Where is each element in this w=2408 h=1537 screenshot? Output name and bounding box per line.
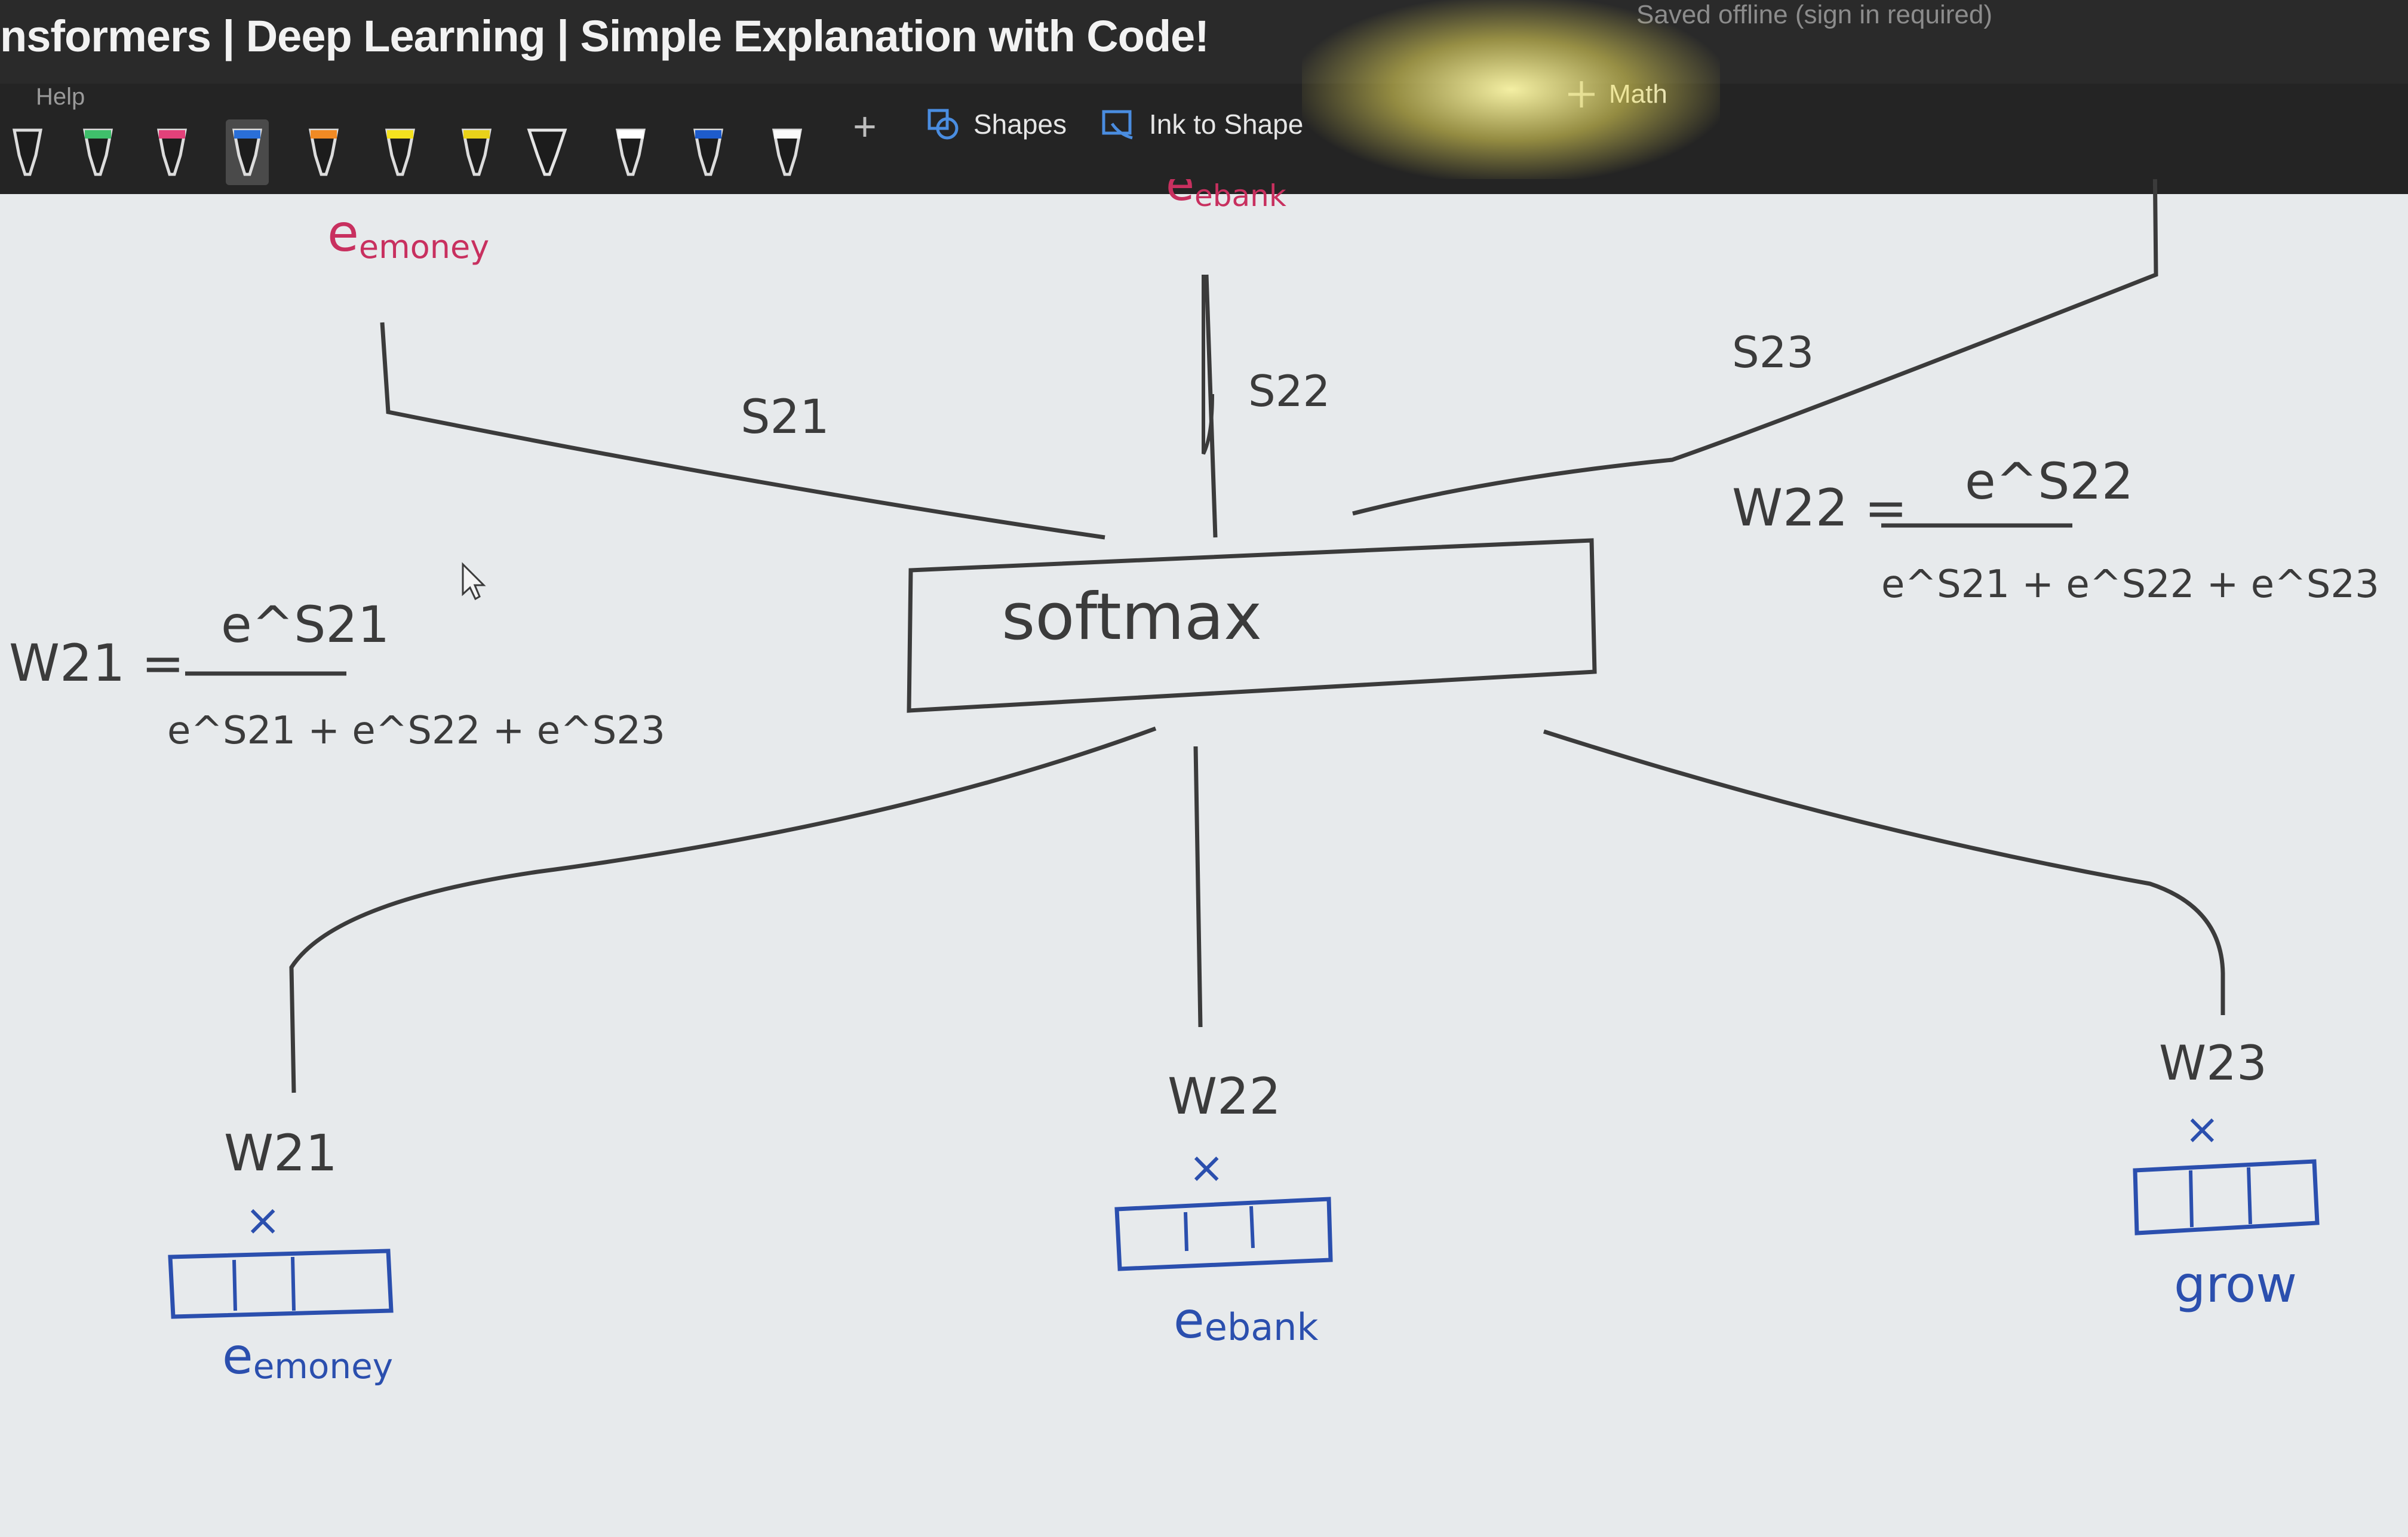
output-w22-times: × [1188,1142,1224,1192]
pen-black[interactable] [6,119,49,185]
ink-to-shape-label: Ink to Shape [1149,109,1304,140]
highlighter-white[interactable] [526,119,569,185]
output-w21-times: × [245,1195,281,1245]
shapes-button[interactable]: Shapes [924,100,1067,148]
math-icon [1568,81,1595,107]
equation-w21: W21 = e^S21 e^S21 + e^S22 + e^S23 [9,595,665,753]
pen-green[interactable] [76,119,119,185]
w22-denominator: e^S21 + e^S22 + e^S23 [1881,562,2379,607]
pen-white[interactable] [609,119,652,185]
output-w23-vector-label: grow [2174,1255,2297,1314]
stroke-ebank-loop [1202,275,1214,455]
vector-grow [2133,1159,2320,1235]
w21-denominator: e^S21 + e^S22 + e^S23 [167,709,665,753]
stroke-emoney-to-softmax [380,322,1105,540]
output-w22-weight: W22 [1168,1067,1281,1126]
pen-blue-2[interactable] [687,119,730,185]
equation-w22: W22 = e^S22 e^S21 + e^S22 + e^S23 [1732,452,2379,607]
output-w21-vector-label: eemoney [222,1327,393,1387]
pen-pink[interactable] [150,119,194,185]
add-pen-button[interactable]: + [853,104,877,149]
page-title: nsformers | Deep Learning | Simple Expla… [0,11,1209,61]
vector-ebank [1114,1197,1333,1271]
ink-to-shape-button[interactable]: Ink to Shape [1100,100,1303,148]
output-w21: W21 × eemoney [168,1124,394,1387]
output-w23-times: × [2185,1105,2220,1154]
e-money-top-label: eemoney [327,204,489,266]
pen-orange[interactable] [302,119,345,185]
w21-numerator: e^S21 [221,595,389,654]
w22-lhs: W22 = [1732,478,1908,538]
w22-numerator: e^S22 [1965,452,2133,511]
stroke-softmax-to-w23 [1543,729,2225,1015]
pen-blue[interactable] [226,119,269,185]
stroke-softmax-to-w21 [289,726,1157,1093]
ink-to-shape-icon [1102,110,1133,140]
score-s23: S23 [1732,327,1814,377]
output-w22-vector-label: eebank [1174,1291,1318,1350]
title-bar: nsformers | Deep Learning | Simple Expla… [0,0,2408,84]
highlighter-yellow[interactable] [379,119,422,185]
menu-help[interactable]: Help [36,84,85,110]
output-w23: W23 × grow [2133,1035,2320,1314]
softmax-box [907,538,1597,713]
shapes-icon [927,109,959,140]
output-w23-weight: W23 [2159,1035,2267,1091]
vector-emoney [168,1249,394,1319]
math-button[interactable]: Math [1565,76,1667,112]
e-bank-top-label: eebank [1166,179,1286,213]
w21-lhs: W21 = [9,634,185,693]
mouse-cursor-icon [462,562,486,601]
stroke-softmax-to-w22 [1193,746,1203,1028]
score-s22: S22 [1248,366,1330,416]
page-canvas[interactable]: softmax eemoney eebank S21 S22 S23 W21 =… [0,179,2408,1537]
output-w22: W22 × eebank [1114,1067,1333,1350]
ink-layer: softmax eemoney eebank S21 S22 S23 W21 =… [9,179,2379,1387]
shapes-label: Shapes [973,109,1067,140]
pen-white-2[interactable] [766,119,809,185]
highlighter-yellow-2[interactable] [455,119,498,185]
save-status: Saved offline (sign in required) [1636,0,1992,29]
softmax-label: softmax [1002,580,1262,654]
score-s21: S21 [741,391,830,444]
output-w21-weight: W21 [224,1124,337,1182]
math-label: Math [1609,79,1667,109]
stroke-third-to-softmax [1352,179,2158,516]
